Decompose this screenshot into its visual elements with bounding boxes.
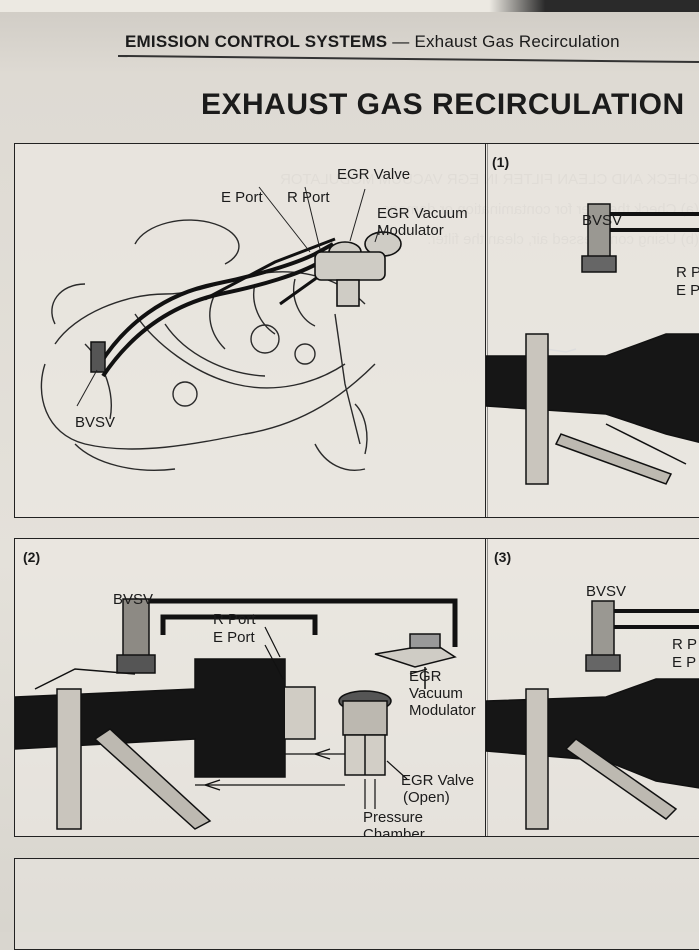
figure-3: (3) BVSV R P E P xyxy=(485,538,699,837)
label-pressure: Pressure xyxy=(363,809,424,826)
label-r-port: R Port xyxy=(287,189,330,206)
header-rule xyxy=(118,54,699,64)
header-subtitle: Exhaust Gas Recirculation xyxy=(414,32,620,51)
label-r-port: R P xyxy=(672,636,698,653)
figure-2-diagram xyxy=(15,598,458,830)
label-r-port: R Port xyxy=(213,611,256,628)
label-modulator: Modulator xyxy=(409,702,476,719)
label-r-port: R P xyxy=(676,264,699,281)
figure-1: (1) BVSV R P E P xyxy=(485,143,699,518)
label-egr-valve: EGR Valve xyxy=(337,166,411,183)
label-bvsv: BVSV xyxy=(113,591,154,608)
label-e-port: E P xyxy=(672,654,697,671)
figure-2: (2) xyxy=(14,538,488,837)
page-top-edge xyxy=(0,0,699,12)
label-e-port: E Port xyxy=(221,189,263,206)
label-bvsv: BVSV xyxy=(582,212,623,229)
label-e-port: E Port xyxy=(213,629,255,646)
label-vacuum: Vacuum xyxy=(409,685,463,702)
label-egr-vacuum-modulator-1: EGR Vacuum xyxy=(377,205,468,222)
label-egr-vacuum-modulator-2: Modulator xyxy=(377,222,444,239)
label-chamber: Chamber xyxy=(363,826,425,837)
header-system: EMISSION CONTROL SYSTEMS xyxy=(125,32,388,51)
label-open: (Open) xyxy=(403,789,450,806)
figure-number: (2) xyxy=(23,549,41,565)
label-e-port: E P xyxy=(676,282,699,299)
figure-3-diagram xyxy=(486,600,699,830)
figure-bottom-partial xyxy=(14,858,699,950)
header-dash: — xyxy=(392,32,410,51)
label-bvsv: BVSV xyxy=(75,414,116,431)
figure-engine-overview: EGR Valve E Port R Port EGR Vacuum Modul… xyxy=(14,143,488,518)
figure-1-diagram xyxy=(486,203,699,485)
label-egr-valve: EGR Valve xyxy=(401,772,475,789)
figure-number: (1) xyxy=(492,154,510,170)
figure-number: (3) xyxy=(494,549,512,565)
engine-illustration xyxy=(40,186,402,471)
page-title: EXHAUST GAS RECIRCULATION xyxy=(201,88,685,121)
running-header: EMISSION CONTROL SYSTEMS — Exhaust Gas R… xyxy=(125,32,699,52)
label-bvsv: BVSV xyxy=(586,583,627,600)
label-egr: EGR xyxy=(409,668,442,685)
